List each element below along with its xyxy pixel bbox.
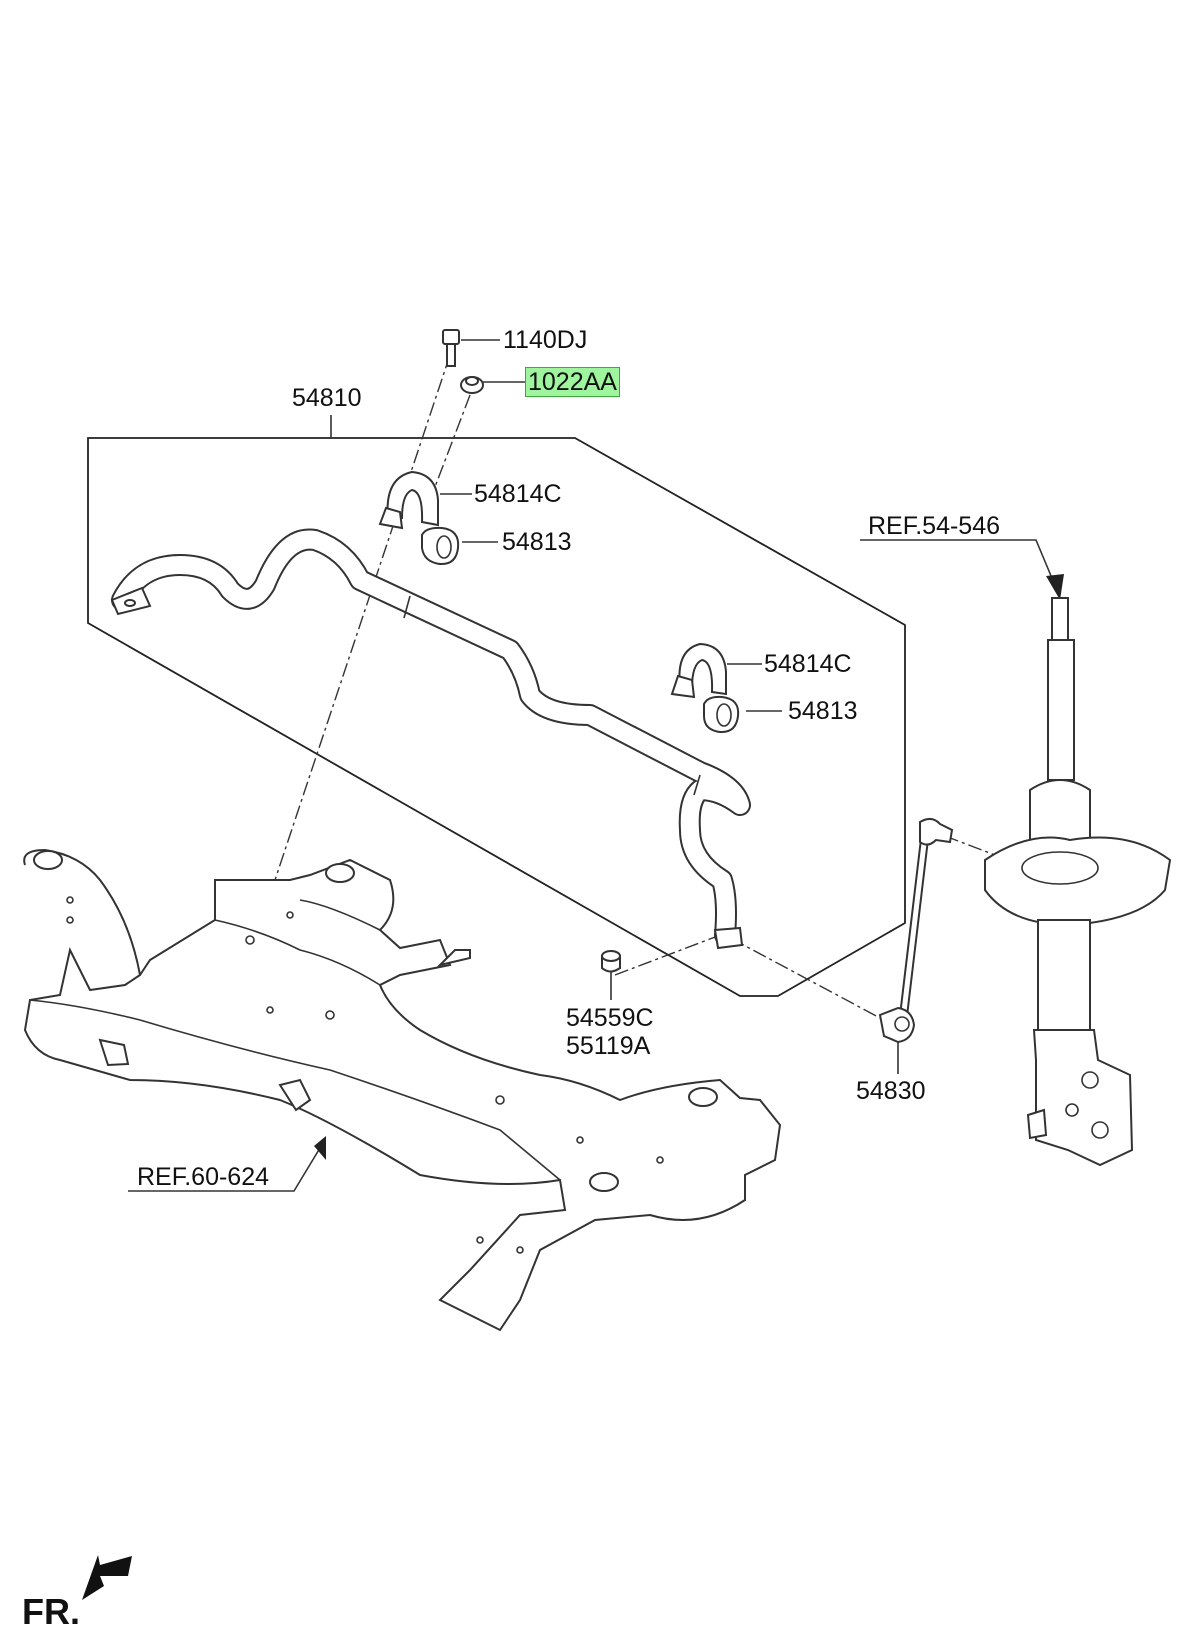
leader-lines: [128, 339, 1064, 1192]
label-link-nut-54559c[interactable]: 54559C: [566, 1004, 654, 1032]
label-link-nut-55119a[interactable]: 55119A: [566, 1032, 651, 1060]
label-bracket-lower-54814c[interactable]: 54814C: [764, 650, 852, 678]
label-bolt-1140dj[interactable]: 1140DJ: [503, 326, 588, 354]
label-bushing-lower-54813[interactable]: 54813: [788, 697, 858, 725]
label-ref-subframe[interactable]: REF.60-624: [137, 1163, 270, 1191]
label-ref-strut[interactable]: REF.54-546: [868, 512, 1001, 540]
bushing-lower-part: [703, 695, 740, 734]
label-nut-1022aa[interactable]: 1022AA: [525, 367, 620, 397]
subframe-part: [23, 848, 782, 1332]
front-direction-arrow-icon: [82, 1555, 132, 1600]
label-bracket-upper-54814c[interactable]: 54814C: [474, 480, 562, 508]
front-indicator-label: FR.: [22, 1591, 80, 1632]
assembly-dash-lines: [254, 354, 996, 1019]
stabilizer-link-part: [878, 818, 954, 1044]
label-link-54830[interactable]: 54830: [856, 1077, 926, 1105]
label-bushing-upper-54813[interactable]: 54813: [502, 528, 572, 556]
bracket-lower-part: [670, 642, 727, 699]
bolt-1140dj-part: [442, 329, 460, 367]
bracket-upper-part: [378, 470, 439, 530]
nut-1022aa-part: [460, 376, 484, 394]
stabilizer-bar-part: [110, 528, 751, 950]
label-stabilizer-bar-54810[interactable]: 54810: [292, 384, 362, 412]
stabilizer-assembly-boundary: [87, 437, 906, 997]
bushing-upper-part: [421, 526, 460, 566]
strut-assembly-part: [984, 597, 1172, 1167]
link-nut-part: [601, 950, 621, 973]
